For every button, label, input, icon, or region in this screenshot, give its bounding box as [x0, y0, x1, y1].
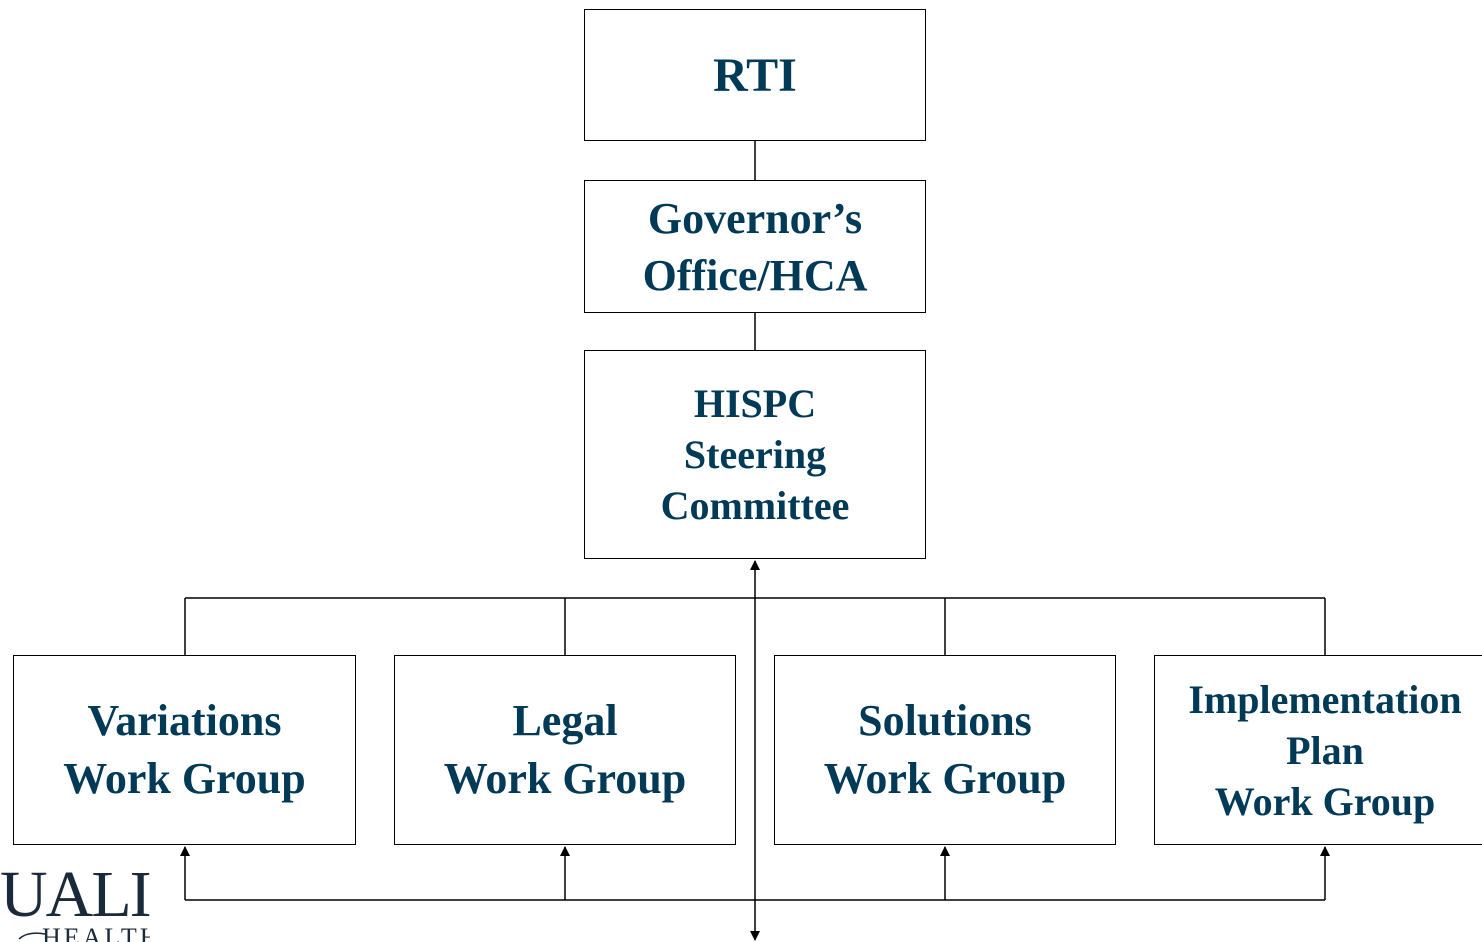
- node-legal-work-group: Legal Work Group: [394, 655, 736, 845]
- node-legal-line: Work Group: [443, 754, 687, 803]
- node-implementation-plan-work-group: Implementation Plan Work Group: [1154, 655, 1482, 845]
- node-governors-office: Governor’s Office/HCA: [584, 180, 926, 313]
- node-solutions-line: Work Group: [823, 754, 1067, 803]
- node-rti-line: RTI: [713, 48, 797, 102]
- node-hispc-steering-committee: HISPC Steering Committee: [584, 350, 926, 559]
- node-hispc-line: Steering: [683, 432, 827, 477]
- node-legal-line: Legal: [512, 696, 618, 745]
- node-hispc-line: Committee: [660, 483, 850, 528]
- node-solutions-line: Solutions: [858, 696, 1032, 745]
- logo-sub-text: HEALTH: [42, 923, 150, 942]
- node-variations-line: Work Group: [63, 754, 306, 803]
- node-solutions-work-group: Solutions Work Group: [774, 655, 1116, 845]
- node-implementation-line: Work Group: [1214, 778, 1436, 824]
- node-governors-office-line: Office/HCA: [642, 250, 868, 300]
- node-variations-work-group: Variations Work Group: [13, 655, 356, 845]
- node-hispc-line: HISPC: [693, 381, 817, 426]
- node-governors-office-line: Governor’s: [647, 193, 863, 243]
- logo-main-text: UALIS: [0, 860, 150, 931]
- logo-swoosh-icon: [18, 932, 46, 940]
- node-implementation-line: Implementation: [1188, 676, 1462, 722]
- node-implementation-line: Plan: [1286, 727, 1364, 773]
- node-variations-line: Variations: [87, 696, 282, 745]
- node-rti: RTI: [584, 9, 926, 141]
- qualis-health-logo: UALIS HEALTH: [0, 860, 150, 942]
